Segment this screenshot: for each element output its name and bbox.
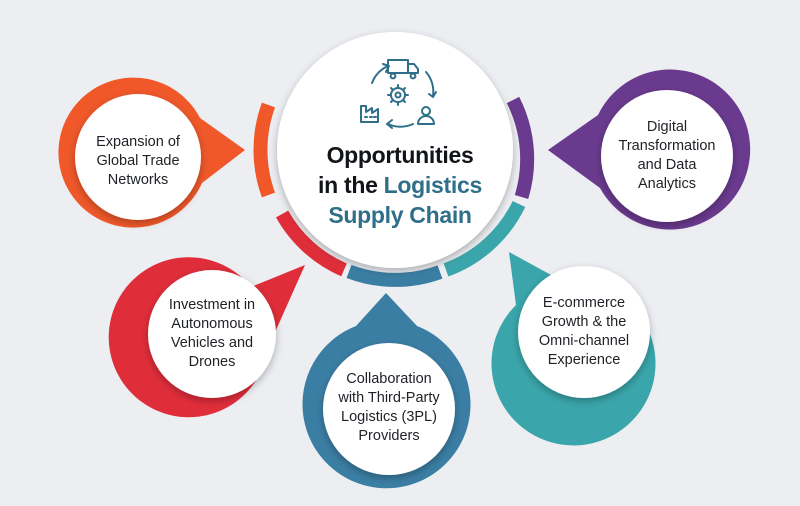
delivery-truck-icon	[387, 59, 419, 80]
node-global-trade-label: Expansion of Global Trade Networks	[83, 133, 193, 190]
node-ecommerce-line: Experience	[547, 352, 621, 368]
gear-icon	[387, 84, 409, 106]
ring-segment-blue	[346, 264, 443, 287]
node-third-party-logistics-disc	[323, 343, 455, 475]
node-autonomous-vehicles-line: Investment in	[168, 297, 256, 313]
node-autonomous-vehicles-line: Vehicles and	[170, 335, 254, 351]
center-ring	[253, 96, 535, 287]
center-title-line-2-accent: Logistics	[383, 172, 483, 198]
node-ecommerce-label: E-commerce Growth & the Omni-channel Exp…	[524, 294, 644, 370]
node-global-trade-line: Networks	[107, 172, 169, 188]
center-icon-cluster	[360, 59, 437, 129]
factory-icon	[360, 105, 379, 123]
node-third-party-logistics	[302, 293, 471, 489]
node-third-party-logistics-line: with Third-Party	[338, 390, 440, 406]
node-third-party-logistics-line: Collaboration	[346, 371, 432, 387]
node-ecommerce-line: E-commerce	[542, 295, 626, 311]
node-digital-transformation-label: Digital Transformation and Data Analytic…	[608, 118, 726, 194]
node-third-party-logistics-line: Providers	[358, 428, 420, 444]
node-digital-transformation-disc	[601, 90, 733, 222]
node-global-trade-disc	[75, 94, 201, 220]
node-autonomous-vehicles-disc	[148, 270, 276, 398]
node-autonomous-vehicles-line: Drones	[188, 354, 236, 370]
node-digital-transformation-line: Transformation	[618, 138, 716, 154]
center-title-line-3: Supply Chain	[328, 202, 472, 228]
node-digital-transformation-line: Analytics	[637, 176, 697, 192]
node-autonomous-vehicles-label: Investment in Autonomous Vehicles and Dr…	[154, 296, 270, 372]
center-title-line-1: Opportunities	[326, 142, 474, 168]
person-icon	[417, 106, 435, 125]
node-autonomous-vehicles	[108, 257, 306, 418]
node-ecommerce-line: Growth & the	[541, 314, 627, 330]
node-digital-transformation	[548, 69, 751, 230]
node-global-trade	[58, 77, 245, 228]
node-ecommerce-disc	[518, 266, 650, 398]
node-global-trade-line: Global Trade	[96, 153, 180, 169]
ring-segment-orange	[253, 102, 276, 198]
node-third-party-logistics-line: Logistics (3PL)	[341, 409, 437, 425]
center-disc	[277, 32, 513, 268]
ring-segment-teal	[443, 200, 526, 277]
center-title-line-2-prefix: in the	[318, 172, 384, 198]
node-global-trade-line: Expansion of	[96, 134, 180, 150]
node-digital-transformation-line: Digital	[646, 119, 688, 135]
center-title: Opportunities in the Logistics Supply Ch…	[288, 140, 512, 230]
ring-segment-red	[275, 210, 347, 277]
node-third-party-logistics-label: Collaboration with Third-Party Logistics…	[327, 370, 451, 446]
node-digital-transformation-line: and Data	[637, 157, 697, 173]
ring-segment-purple	[506, 96, 535, 200]
node-ecommerce	[491, 252, 656, 446]
node-autonomous-vehicles-line: Autonomous	[171, 316, 253, 332]
node-ecommerce-line: Omni-channel	[538, 333, 630, 349]
